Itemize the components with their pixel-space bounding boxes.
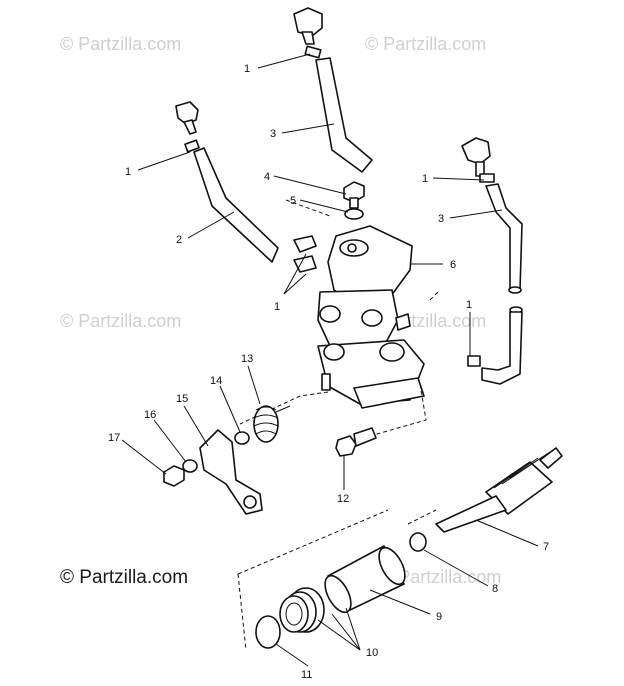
callout-7: 7 — [543, 541, 549, 553]
watermark-group: © Partzilla.com © Partzilla.com © Partzi… — [60, 34, 501, 587]
callout-3: 3 — [270, 128, 276, 140]
washer-14 — [234, 431, 250, 445]
callout-10: 10 — [366, 647, 378, 659]
washer-5 — [344, 208, 364, 220]
fitting-top-center — [293, 7, 323, 59]
callout-9: 9 — [436, 611, 442, 623]
callout-4: 4 — [264, 171, 270, 183]
oil-pump-body — [293, 225, 425, 409]
callout-1: 1 — [274, 301, 280, 313]
hose-clamp — [467, 355, 481, 367]
washer-8 — [409, 532, 427, 552]
callout-2: 2 — [176, 234, 182, 246]
hose-2 — [193, 147, 279, 263]
control-lever-15 — [199, 429, 263, 515]
alignment-line — [237, 509, 437, 651]
callout-13: 13 — [241, 353, 253, 365]
callout-6: 6 — [450, 259, 456, 271]
watermark: © Partzilla.com — [60, 34, 181, 54]
hose-lower-right — [467, 306, 523, 385]
callout-1: 1 — [466, 299, 472, 311]
callout-17: 17 — [108, 432, 120, 444]
callout-14: 14 — [210, 375, 222, 387]
watermark: © Partzilla.com — [60, 311, 181, 331]
drive-shaft-7 — [435, 447, 563, 533]
alignment-line — [239, 391, 329, 425]
spring-13 — [253, 405, 291, 443]
fitting-right — [461, 137, 495, 183]
hose-clamp — [479, 173, 495, 183]
callout-8: 8 — [492, 583, 498, 595]
callout-16: 16 — [144, 409, 156, 421]
alignment-line — [285, 199, 331, 217]
leader-lines — [121, 53, 539, 667]
fitting-upper-left — [175, 101, 200, 153]
hose-3-top — [315, 57, 373, 173]
callout-12: 12 — [337, 493, 349, 505]
hose-3-right — [485, 183, 523, 294]
alignment-line — [429, 289, 441, 301]
bolt-4 — [343, 181, 365, 209]
callout-5: 5 — [290, 195, 296, 207]
watermark: © Partzilla.com — [365, 34, 486, 54]
callout-11: 11 — [301, 669, 312, 681]
callout-15: 15 — [176, 393, 188, 405]
bolt-12 — [335, 427, 377, 457]
watermark: © Partzilla.com — [380, 567, 501, 587]
nut-17 — [163, 465, 185, 487]
washer-16 — [182, 459, 198, 473]
watermark-footer: © Partzilla.com — [60, 567, 188, 588]
callout-1: 1 — [422, 173, 428, 185]
o-ring-11 — [255, 615, 281, 649]
alignment-line — [355, 383, 427, 441]
callout-1: 1 — [244, 63, 250, 75]
hose-clamp — [304, 45, 322, 59]
callout-labels: 1 3 1 2 4 5 1 3 6 1 1 13 14 15 16 17 12 … — [108, 63, 549, 681]
seal-10 — [279, 587, 325, 633]
callout-1: 1 — [125, 166, 131, 178]
sleeve-9 — [324, 545, 406, 614]
callout-3: 3 — [438, 213, 444, 225]
hose-clamp — [184, 139, 200, 153]
